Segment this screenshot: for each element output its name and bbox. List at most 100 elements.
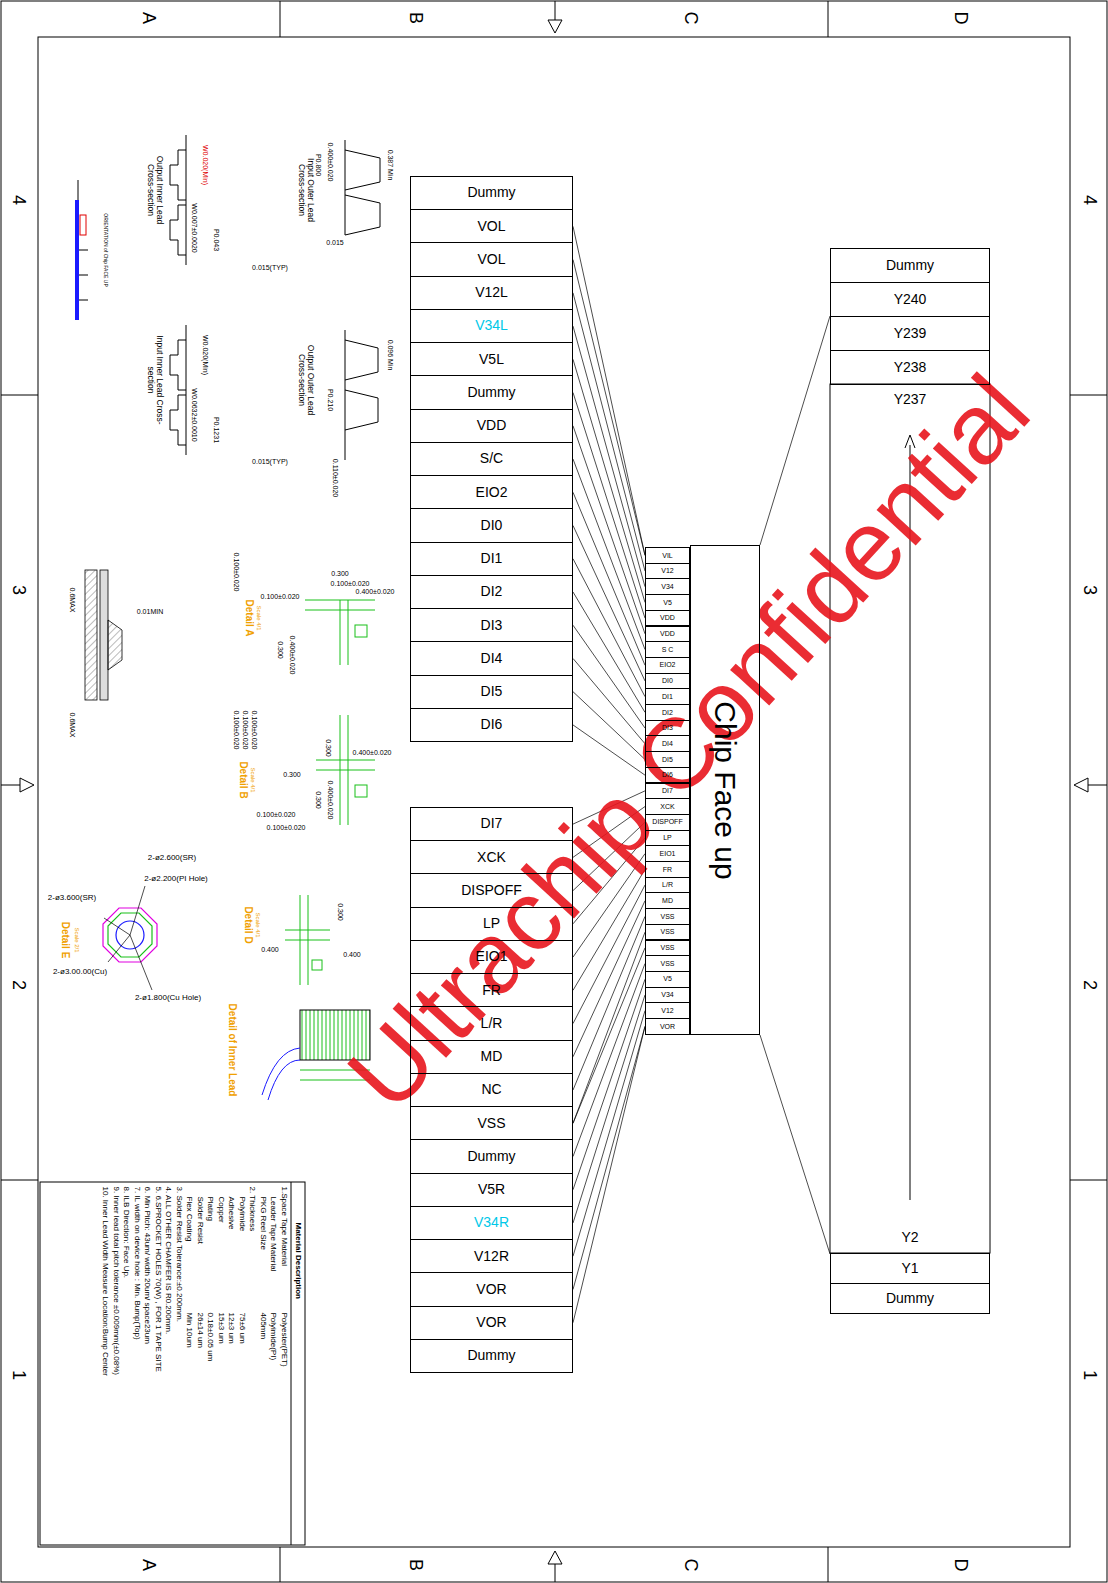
pad-box: Dummy xyxy=(410,176,573,210)
dimension: 0.400±0.020 xyxy=(356,588,395,596)
lead-line xyxy=(573,592,645,712)
pin-name: Y240 xyxy=(894,292,927,307)
dimension: 0.400±0.020 xyxy=(353,749,392,757)
dimension: 0.6MAX xyxy=(68,713,76,738)
pin-name: EIO2 xyxy=(476,485,508,500)
pin-name: Dummy xyxy=(467,185,515,200)
material-note: 2. Thickness xyxy=(248,1186,256,1231)
detail-pattern xyxy=(285,895,330,985)
material-note: Leader Tape Material xyxy=(269,1196,277,1271)
pin-name: Y238 xyxy=(894,360,927,375)
orientation-note: ORIENTATION of Chip FACE UP xyxy=(102,213,108,286)
chip-pin: VDD xyxy=(645,610,690,627)
pin-name: VDD xyxy=(477,418,507,433)
frame-letter: C xyxy=(680,1559,700,1572)
pin-name: XCK xyxy=(477,850,506,865)
pin-name: DI7 xyxy=(662,787,673,795)
material-note: Copper xyxy=(217,1196,225,1222)
frame-number: 3 xyxy=(8,585,28,595)
material-note: Polyester(PET) xyxy=(280,1312,288,1366)
dimension: 0.100±0.020 xyxy=(232,553,240,592)
notes-frame xyxy=(40,1182,305,1545)
pin-name: Dummy xyxy=(467,385,515,400)
pad-box: FR xyxy=(410,973,573,1007)
pin-name: DI2 xyxy=(662,709,673,717)
section-title: Input Inner Lead Cross-section xyxy=(146,335,165,425)
dimension: 0.015 xyxy=(326,239,344,247)
dimension: 0.096 Min xyxy=(386,340,394,371)
pad-box: DISPOFF xyxy=(410,873,573,907)
frame-number: 2 xyxy=(8,980,28,990)
pin-name: EIO1 xyxy=(660,850,676,858)
pin-name: LP xyxy=(663,834,672,842)
layer-cross-section xyxy=(108,620,122,670)
pin-name: L/R xyxy=(481,1016,503,1031)
dimension: 0.100±0.020 xyxy=(257,811,296,819)
frame-number: 1 xyxy=(8,1370,28,1380)
material-note: Polyimide(PI) xyxy=(269,1312,277,1360)
dimension: 0.300 xyxy=(314,791,322,809)
pin-name: V12 xyxy=(661,1007,673,1015)
material-note: 3. Solder Resist Tolerance:±0.200mm. xyxy=(175,1186,183,1321)
chip-pin: V5 xyxy=(645,594,690,611)
material-note: Polyimide xyxy=(238,1196,246,1231)
pad-box: EIO2 xyxy=(410,475,573,509)
frame-number: 4 xyxy=(1079,195,1099,205)
chip-pin: V5 xyxy=(645,971,690,988)
lead-line xyxy=(573,393,645,619)
detail-scale: Scale 4/1 xyxy=(255,912,262,937)
chip-pin: DI4 xyxy=(645,735,690,752)
pin-name: XCK xyxy=(660,803,674,811)
pin-name: Y2 xyxy=(901,1230,918,1245)
chip-pin: DI5 xyxy=(645,751,690,768)
pin-name: VIL xyxy=(662,552,673,560)
chip-pin: VIL xyxy=(645,547,690,564)
lead-line xyxy=(573,260,645,556)
material-note: 10. Inner Lead Width Measure Location:Bu… xyxy=(101,1186,109,1375)
pin-name: Dummy xyxy=(467,1149,515,1164)
material-note: PKG Reel Size xyxy=(259,1196,267,1249)
chip-pin: DISPOFF xyxy=(645,814,690,831)
material-note: 7. IL width on device hole : Min. Bump(T… xyxy=(133,1186,141,1339)
material-note: Material Description xyxy=(294,1222,302,1298)
pin-name: V5 xyxy=(663,975,672,983)
pin-name: VOR xyxy=(660,1023,675,1031)
pad-box: L/R xyxy=(410,1006,573,1040)
hole-callout: 2-ø3.00.00(Cu) xyxy=(53,968,107,977)
chip-pin: S C xyxy=(645,641,690,658)
pad-box: DI1 xyxy=(410,542,573,576)
pad-box: MD xyxy=(410,1040,573,1074)
lead-line xyxy=(573,932,645,1123)
pad-box: VDD xyxy=(410,409,573,443)
frame-letter: A xyxy=(138,12,158,24)
dimension: W0.020(Min) xyxy=(201,145,209,185)
chip-pin: FR xyxy=(645,861,690,878)
pin-name: V5R xyxy=(478,1182,505,1197)
detail-scale: Scale 2/1 xyxy=(74,927,81,952)
pin-name: Y239 xyxy=(894,326,927,341)
chip-title: Chip Face up xyxy=(709,701,742,879)
pin-name: MD xyxy=(662,897,673,905)
pin-name: VOR xyxy=(476,1282,506,1297)
pin-name: EIO1 xyxy=(476,949,508,964)
dimension: 0.400±0.020 xyxy=(326,781,334,820)
dimension: 0.400 xyxy=(343,951,361,959)
dimension: P0.043 xyxy=(212,229,220,251)
lead-line xyxy=(573,948,645,1123)
pad-box: V5L xyxy=(410,342,573,376)
detail-pattern xyxy=(312,960,322,970)
dimension: 0.400 xyxy=(261,946,279,954)
chip-pin: VSS xyxy=(645,908,690,925)
pad-box: S/C xyxy=(410,442,573,476)
dimension: 0.300 xyxy=(276,641,284,659)
chip-pin: DI1 xyxy=(645,688,690,705)
notes-panel: Material Description1.Space Tape Materia… xyxy=(40,1182,305,1542)
pad-box: EIO1 xyxy=(410,940,573,974)
detail-pattern xyxy=(305,600,375,665)
lead-cross-section xyxy=(170,325,186,455)
detail-title: Detail of Inner Lead xyxy=(227,1004,238,1097)
pin-name: V34 xyxy=(661,583,673,591)
detail-title: Detail B xyxy=(238,761,249,798)
output-box: Dummy xyxy=(830,248,990,283)
